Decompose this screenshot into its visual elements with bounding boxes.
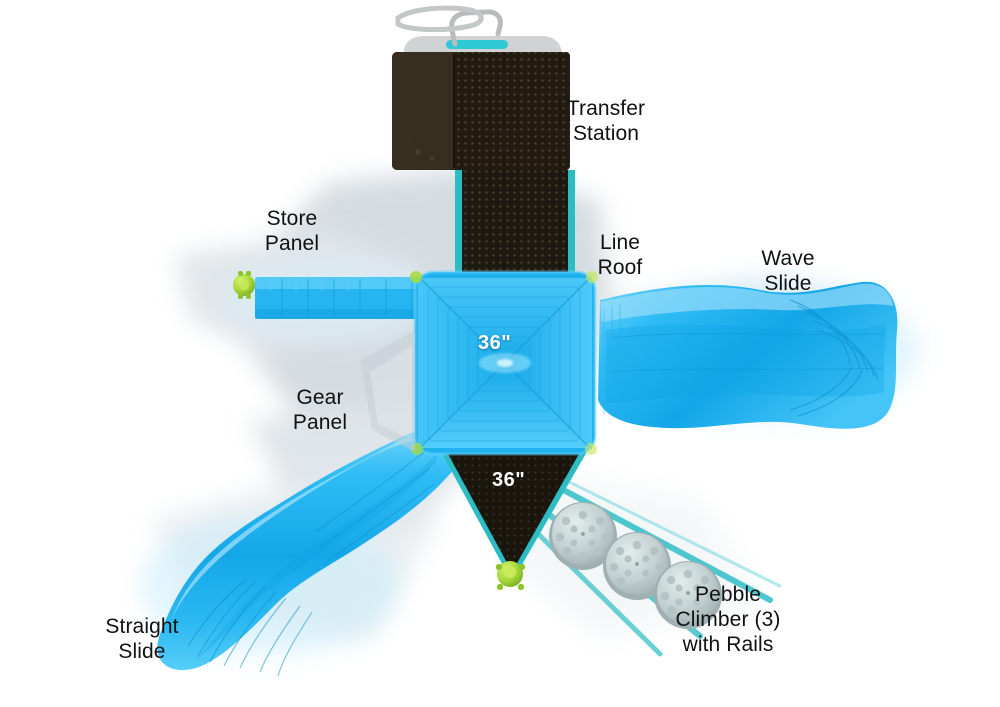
connector-node-bottom bbox=[496, 561, 525, 590]
pebble-disc-1 bbox=[549, 502, 617, 570]
store-panel bbox=[255, 277, 435, 319]
label-store-panel: Store Panel bbox=[264, 207, 320, 255]
hip-roof-deck bbox=[413, 270, 597, 456]
label-straight-slide: Straight Slide bbox=[105, 615, 179, 663]
label-line-roof: Line Roof bbox=[597, 231, 643, 279]
wave-slide bbox=[598, 281, 898, 429]
connector-node-deck-nw bbox=[410, 271, 422, 283]
connector-node-left bbox=[233, 271, 255, 299]
connector-node-deck-se bbox=[585, 443, 597, 455]
label-transfer-station: Transfer Station bbox=[566, 97, 646, 145]
label-pebble-climber: Pebble Climber (3) with Rails bbox=[675, 583, 781, 656]
connector-node-deck-sw bbox=[411, 443, 423, 455]
label-wave-slide: Wave Slide bbox=[761, 247, 815, 295]
label-gear-panel: Gear Panel bbox=[292, 386, 348, 434]
dimension-deck-height-roof: 36" bbox=[478, 332, 512, 354]
dimension-deck-height-panel: 36" bbox=[492, 469, 526, 491]
line-roof bbox=[455, 170, 575, 285]
